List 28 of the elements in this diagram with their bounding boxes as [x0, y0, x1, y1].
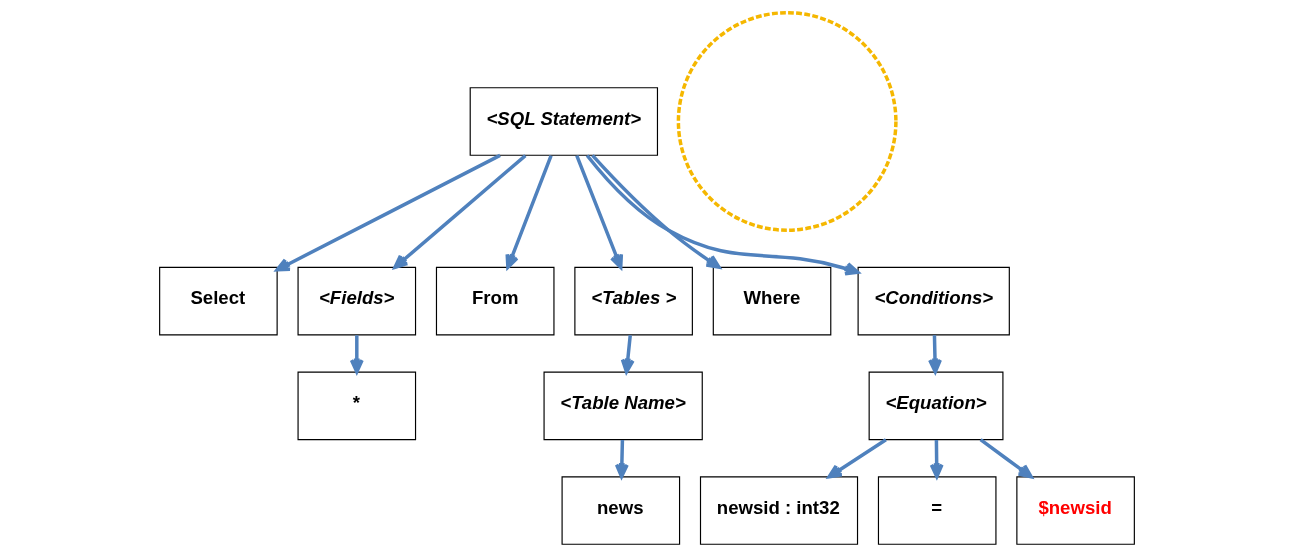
node-box: <Tables > [574, 266, 693, 336]
node-box: From [435, 266, 555, 336]
node-box: newsid : int32 [699, 476, 859, 545]
arrow [620, 335, 635, 374]
arrow [591, 154, 721, 269]
arrow [929, 439, 944, 479]
node-box: <Table Name> [543, 371, 703, 441]
arrow [505, 154, 553, 269]
node-box: Select [159, 266, 278, 336]
arrow [614, 439, 629, 479]
arrow [349, 335, 364, 374]
node-box: Where [712, 266, 832, 336]
node-box: = [877, 476, 997, 545]
node-box: * [297, 371, 417, 441]
node-box: <Equation> [868, 371, 1004, 441]
arrow [575, 154, 624, 269]
node-circle [676, 11, 898, 232]
arrow [393, 154, 527, 269]
node-box: <SQL Statement> [469, 87, 659, 156]
arrow [827, 438, 887, 479]
arrow [585, 154, 860, 276]
node-box: $newsid [1016, 476, 1135, 545]
node-box: <Fields> [297, 266, 417, 336]
node-box: news [561, 476, 681, 545]
arrow [979, 438, 1033, 479]
node-box: <Conditions> [857, 266, 1010, 336]
arrow [275, 153, 501, 272]
arrow [928, 335, 942, 374]
